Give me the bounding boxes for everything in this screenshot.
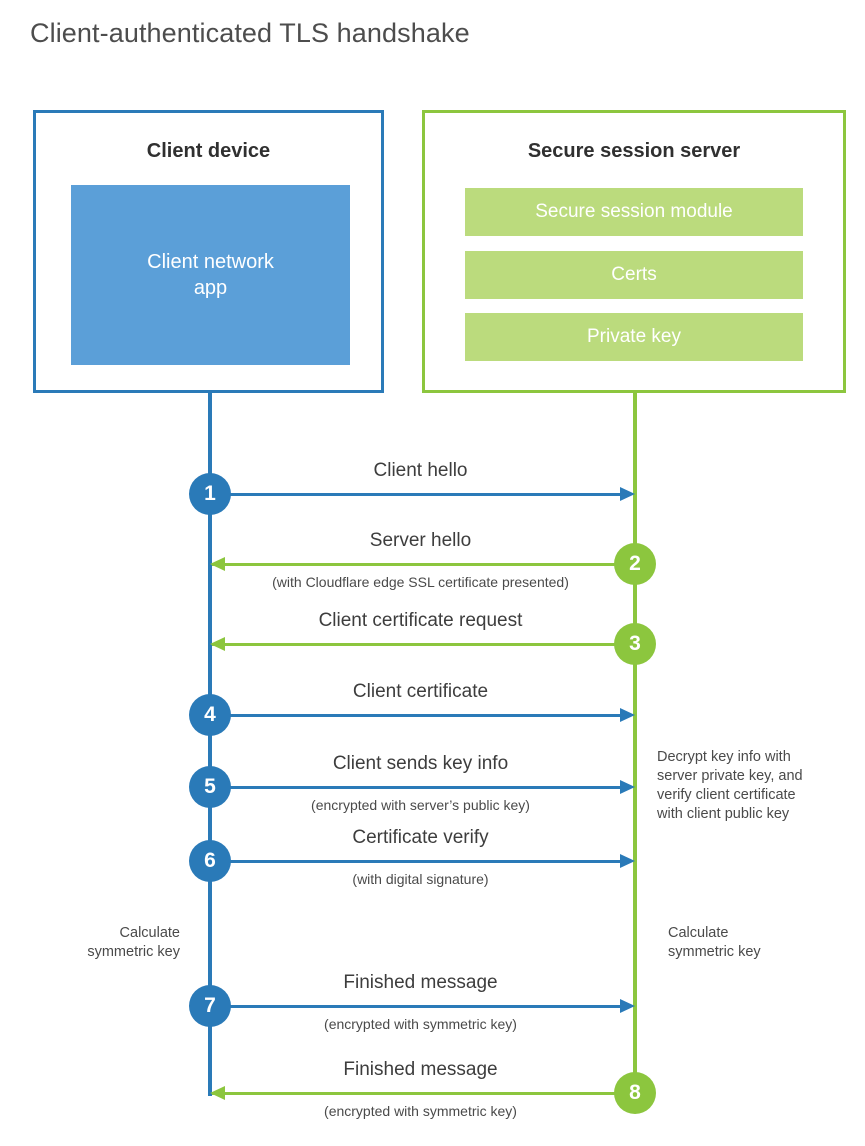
step-4-label: Client certificate [352, 681, 489, 702]
server-decrypt-note: Decrypt key info with server private key… [657, 748, 842, 824]
decrypt-note-line-3: verify client certificate [657, 787, 796, 803]
step-8-arrow-head-icon [210, 1086, 225, 1100]
step-6-arrow-head-icon [620, 854, 635, 868]
step-5-arrow-line [210, 786, 630, 789]
secure-session-server-title: Secure session server [527, 140, 741, 162]
server-item-private-key: Private key [465, 313, 803, 361]
decrypt-note-line-4: with client public key [657, 806, 790, 822]
secure-session-server-box: Secure session server Secure session mod… [422, 110, 846, 393]
step-4-arrow-head-icon [620, 708, 635, 722]
client-device-box: Client device Client network app [33, 110, 384, 393]
step-5-arrow-head-icon [620, 780, 635, 794]
step-8-label: Finished message [343, 1059, 498, 1080]
step-8-badge: 8 [614, 1072, 656, 1114]
client-app-label-line-2: app [193, 277, 228, 299]
step-2-sublabel: (with Cloudflare edge SSL certificate pr… [272, 574, 569, 590]
client-app-label-line-1: Client network [147, 251, 274, 273]
calc-client-note-line-1: Calculate [119, 925, 180, 941]
step-2-arrow-line [212, 563, 633, 566]
step-4-arrow-line [210, 714, 630, 717]
page-title: Client-authenticated TLS handshake [30, 18, 470, 48]
server-item-secure-session-module: Secure session module [465, 188, 803, 236]
step-2-badge: 2 [614, 543, 656, 585]
step-3-badge: 3 [614, 623, 656, 665]
step-7-sublabel: (encrypted with symmetric key) [324, 1016, 517, 1032]
client-calculate-symmetric-key-note: Calculate symmetric key [30, 924, 180, 962]
step-6-arrow-line [210, 860, 630, 863]
step-1-arrow-head-icon [620, 487, 635, 501]
step-3-label: Client certificate request [318, 610, 523, 631]
step-2-arrow-head-icon [210, 557, 225, 571]
calc-server-note-line-2: symmetric key [668, 944, 761, 960]
client-device-title: Client device [146, 140, 271, 162]
client-network-app-label: Client network app [141, 249, 281, 301]
step-5-badge: 5 [189, 766, 231, 808]
step-6-sublabel: (with digital signature) [352, 871, 489, 887]
step-7-label: Finished message [343, 972, 498, 993]
step-3-arrow-head-icon [210, 637, 225, 651]
step-5-sublabel: (encrypted with server’s public key) [311, 797, 530, 813]
calc-client-note-line-2: symmetric key [87, 944, 180, 960]
step-6-label: Certificate verify [352, 827, 489, 848]
server-calculate-symmetric-key-note: Calculate symmetric key [668, 924, 838, 962]
server-lifeline [633, 393, 637, 1096]
step-2-label: Server hello [369, 530, 472, 551]
step-5-label: Client sends key info [332, 753, 509, 774]
step-4-badge: 4 [189, 694, 231, 736]
client-lifeline [208, 393, 212, 1096]
step-7-arrow-line [210, 1005, 630, 1008]
step-1-label: Client hello [373, 460, 468, 481]
decrypt-note-line-1: Decrypt key info with [657, 749, 791, 765]
step-3-arrow-line [212, 643, 633, 646]
decrypt-note-line-2: server private key, and [657, 768, 803, 784]
step-7-badge: 7 [189, 985, 231, 1027]
step-1-arrow-line [210, 493, 630, 496]
step-8-arrow-line [212, 1092, 633, 1095]
step-7-arrow-head-icon [620, 999, 635, 1013]
step-1-badge: 1 [189, 473, 231, 515]
server-item-certs: Certs [465, 251, 803, 299]
step-8-sublabel: (encrypted with symmetric key) [324, 1103, 517, 1119]
calc-server-note-line-1: Calculate [668, 925, 729, 941]
client-network-app-block: Client network app [71, 185, 350, 365]
step-6-badge: 6 [189, 840, 231, 882]
